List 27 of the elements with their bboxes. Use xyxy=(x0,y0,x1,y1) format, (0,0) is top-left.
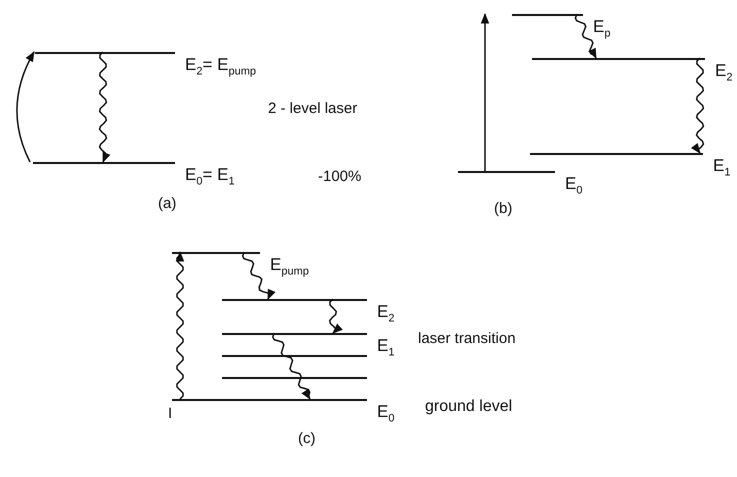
level-label: E$_{0}$ xyxy=(565,173,582,198)
panel-label: (b) xyxy=(494,200,512,217)
wavy-arrow xyxy=(574,14,597,59)
level-label: E$_{1}$ xyxy=(713,155,730,180)
level-label: E$_{2}$ xyxy=(377,301,394,326)
arrow xyxy=(480,12,490,171)
wavy-arrow xyxy=(328,298,343,334)
level-label: E$_{pump}$ xyxy=(270,254,309,280)
note: 2 - level laser xyxy=(268,100,358,117)
level-label: E$_{0}$= E$_{1}$ xyxy=(185,164,235,190)
level-label: E$_{0}$ xyxy=(377,401,394,426)
wavy-arrow xyxy=(98,51,110,163)
wavy-arrow xyxy=(272,332,311,400)
curved-arrow xyxy=(16,51,35,162)
note: -100% xyxy=(318,168,362,185)
level-label: E$_{2}$ xyxy=(715,60,732,86)
panel-label: (c) xyxy=(298,430,316,447)
panel-label: (a) xyxy=(158,195,176,212)
level-label: E$_{2}$= E$_{pump}$ xyxy=(185,54,256,80)
level-caption: ground level xyxy=(425,398,512,416)
wavy-arrow xyxy=(176,250,184,400)
mark-label: I xyxy=(168,405,172,422)
wavy-arrow xyxy=(690,57,704,154)
note: laser transition xyxy=(418,330,516,347)
wavy-arrow xyxy=(242,252,276,300)
level-label: E$_{p}$ xyxy=(593,16,610,42)
level-label: E$_{1}$ xyxy=(377,335,394,360)
